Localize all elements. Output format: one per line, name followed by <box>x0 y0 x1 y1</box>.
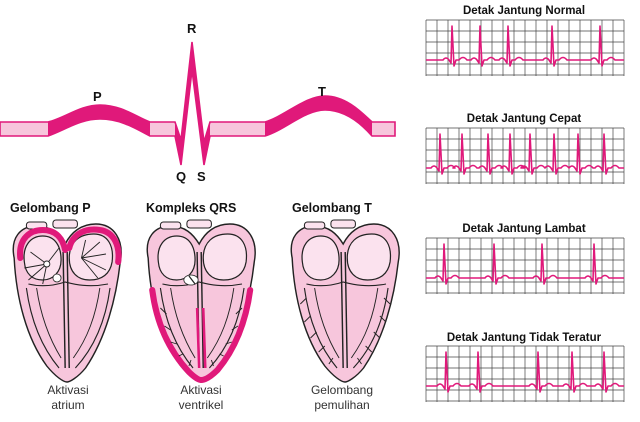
heart-title-t-wave: Gelombang T <box>292 201 372 215</box>
rhythm-trace-fast <box>426 133 624 175</box>
rhythm-grid <box>425 345 625 402</box>
heart-title-p-wave: Gelombang P <box>10 201 91 215</box>
rhythm-title-irregular: Detak Jantung Tidak Teratur <box>447 332 602 344</box>
caption-t-wave-line1: Gelombang <box>311 383 373 397</box>
caption-p-wave-line1: Aktivasi <box>47 383 88 397</box>
t-wave-highlight <box>265 96 372 136</box>
s-label: S <box>197 169 206 184</box>
r-label: R <box>187 21 197 36</box>
rhythm-trace-slow <box>426 243 624 285</box>
qrs-highlight <box>175 42 210 165</box>
rhythm-strip-normal: Detak Jantung Normal <box>425 5 625 76</box>
rhythm-title-slow: Detak Jantung Lambat <box>462 223 585 235</box>
caption-t-wave-line2: pemulihan <box>314 398 369 412</box>
rhythm-grid <box>425 237 625 294</box>
rhythm-grid <box>425 127 625 184</box>
caption-qrs-line2: ventrikel <box>179 398 224 412</box>
rhythm-title-fast: Detak Jantung Cepat <box>467 113 582 125</box>
t-label: T <box>318 84 326 99</box>
heart-title-qrs: Kompleks QRS <box>146 201 236 215</box>
rhythm-trace-normal <box>426 25 624 67</box>
rhythm-strip-slow: Detak Jantung Lambat <box>425 223 625 294</box>
caption-p-wave-line2: atrium <box>51 398 84 412</box>
heart-t-wave <box>290 219 400 383</box>
rhythm-strip-irregular: Detak Jantung Tidak Teratur <box>425 332 625 402</box>
heart-qrs <box>146 219 256 384</box>
p-label: P <box>93 89 102 104</box>
caption-qrs-line1: Aktivasi <box>180 383 221 397</box>
p-wave-highlight <box>48 105 150 136</box>
heart-p-wave <box>12 219 122 383</box>
rhythm-strip-fast: Detak Jantung Cepat <box>425 113 625 184</box>
rhythm-title-normal: Detak Jantung Normal <box>463 5 585 17</box>
ecg-wave: P R Q S T <box>0 21 396 184</box>
rhythm-trace-irregular <box>426 351 624 393</box>
rhythm-grid <box>425 19 625 76</box>
q-label: Q <box>176 169 186 184</box>
